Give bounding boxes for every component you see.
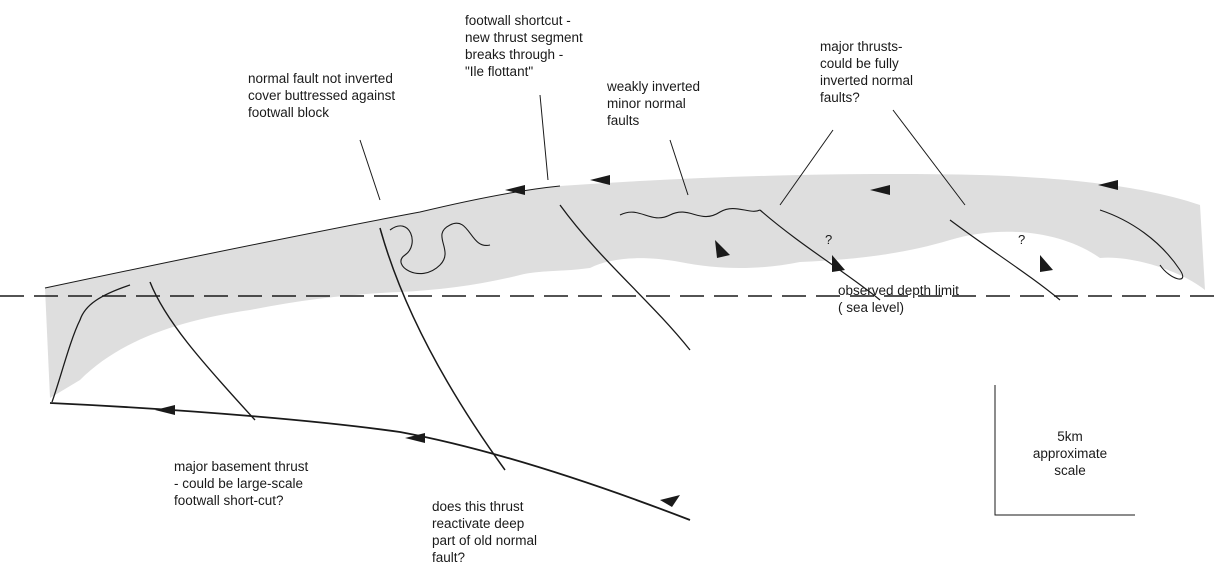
label-scale: 5km approximate scale <box>1025 428 1115 479</box>
label-basement-thrust: major basement thrust - could be large-s… <box>174 458 308 509</box>
question-mark-2: ? <box>1018 232 1025 247</box>
label-major-thrusts: major thrusts- could be fully inverted n… <box>820 38 913 106</box>
label-reactivate: does this thrust reactivate deep part of… <box>432 498 537 566</box>
question-mark-1: ? <box>825 232 832 247</box>
label-normal-fault: normal fault not inverted cover buttress… <box>248 70 395 121</box>
label-weakly-inverted: weakly inverted minor normal faults <box>607 78 700 129</box>
pointer-normal-fault <box>360 140 380 200</box>
basement-thrust-line <box>50 403 690 520</box>
label-depth-limit: observed depth limit ( sea level) <box>838 282 959 316</box>
sedimentary-cover <box>45 174 1205 398</box>
pointer-footwall-shortcut <box>540 95 548 180</box>
label-footwall-shortcut: footwall shortcut - new thrust segment b… <box>465 12 583 80</box>
